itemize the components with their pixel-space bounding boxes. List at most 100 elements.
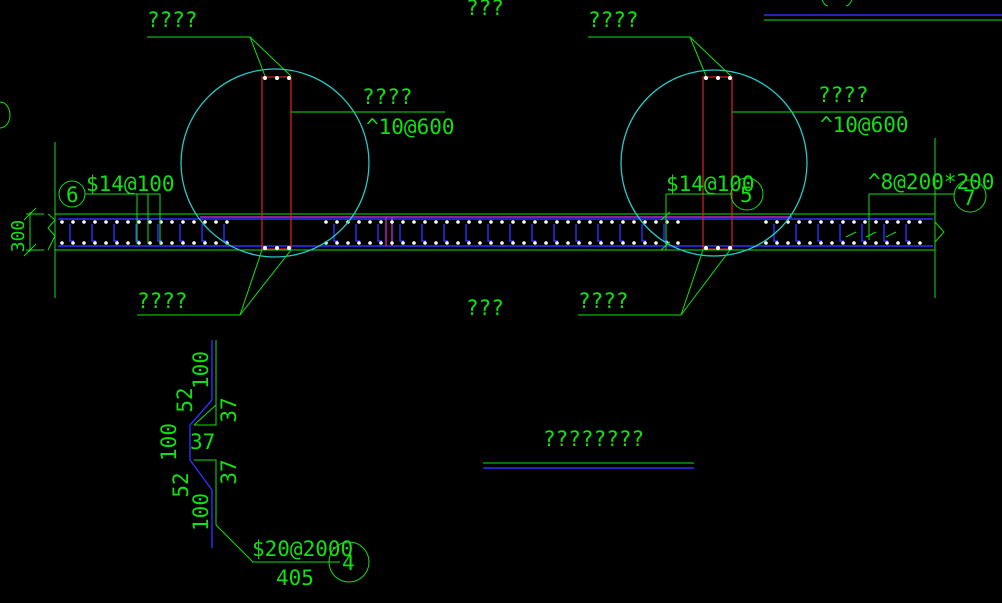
rebar-dot (467, 220, 471, 224)
detail-length: 405 (276, 566, 314, 590)
rebar-dot (808, 220, 812, 224)
rebar-dot (500, 220, 504, 224)
label-bottom-right: ???? (578, 289, 629, 313)
rebar-dot (599, 241, 603, 245)
stirrup (795, 224, 800, 242)
rebar-dot (401, 241, 405, 245)
rebar-dot (357, 241, 361, 245)
rebar-dot (489, 241, 493, 245)
rebar-dot (214, 241, 218, 245)
rebar-dot (181, 220, 185, 224)
rebar-dot (368, 241, 372, 245)
label-top-mid: ???? (588, 8, 639, 32)
section-title: ???????? (543, 427, 644, 451)
rebar-dot (577, 241, 581, 245)
rebar-dot (126, 220, 130, 224)
rebar-dot (412, 220, 416, 224)
rebar-dot (456, 241, 460, 245)
rebar-dot (60, 220, 64, 224)
stirrup (817, 224, 822, 242)
rebar-dot (918, 220, 922, 224)
tag-7: 7 (963, 186, 976, 210)
rebar-dot (852, 241, 856, 245)
stirrup (113, 224, 118, 242)
rebar-dot (808, 241, 812, 245)
stirrup (223, 224, 228, 242)
detail-dim-37-a: 37 (217, 397, 241, 422)
bent-bar-detail (189, 340, 370, 583)
stirrup (355, 224, 360, 242)
stirrup (839, 224, 844, 242)
label-bottom-center: ??? (466, 296, 504, 320)
left-edge-circle-fragment (0, 101, 11, 129)
rebar-dot (60, 241, 64, 245)
stirrup (69, 224, 74, 242)
pile-left-dots (263, 76, 291, 250)
rebar-dot (137, 241, 141, 245)
stirrup (443, 224, 448, 242)
rebar-dot (423, 241, 427, 245)
rebar-dot (412, 241, 416, 245)
rebar-dot (599, 220, 603, 224)
rebar-dot (907, 220, 911, 224)
rebar-dot (511, 241, 515, 245)
rebar-dot (775, 220, 779, 224)
label-right-beam-spec: ^8@200*200 (868, 170, 994, 194)
callout-mid-beam (660, 177, 764, 251)
label-top-left: ???? (147, 8, 198, 32)
rebar-dot (401, 220, 405, 224)
rebar-dot (522, 220, 526, 224)
stirrup (465, 224, 470, 242)
rebar-dot (654, 220, 658, 224)
stirrup (883, 224, 888, 242)
callout-left-beam (58, 180, 161, 244)
rebar-dot (830, 241, 834, 245)
rebar-dot (555, 241, 559, 245)
label-circle-right-spec: ^10@600 (820, 113, 909, 137)
slab-stirrups (69, 224, 910, 242)
rebar-dot (797, 220, 801, 224)
rebar-dot (885, 220, 889, 224)
pile-right-dots (704, 76, 732, 250)
detail-dim-37-c: 37 (217, 459, 241, 484)
stirrup (333, 224, 338, 242)
rebar-dot (577, 220, 581, 224)
rebar-dot (379, 241, 383, 245)
dim-300-label: 300 (8, 220, 29, 253)
rebar-dot (907, 241, 911, 245)
rebar-dot (533, 241, 537, 245)
section-title-underline (483, 462, 694, 469)
label-circle-right-q: ???? (818, 83, 869, 107)
rebar-dot (786, 241, 790, 245)
rebar-dots-top (60, 220, 922, 224)
tag-5: 5 (740, 183, 753, 207)
stirrup (509, 224, 514, 242)
detail-dim-100-bot: 100 (189, 493, 213, 531)
rebar-dot (522, 241, 526, 245)
rebar-dot (676, 220, 680, 224)
rebar-dot (379, 220, 383, 224)
rebar-dot (126, 241, 130, 245)
rebar-dot (885, 241, 889, 245)
rebar-dot (324, 220, 328, 224)
rebar-dot (445, 241, 449, 245)
detail-spec: $20@2000 (252, 537, 353, 561)
rebar-dot (478, 241, 482, 245)
label-mid-beam-spec: $14@100 (666, 172, 755, 196)
rebar-dot (566, 220, 570, 224)
stirrup (201, 224, 206, 242)
slab-section (47, 138, 945, 298)
tag-6: 6 (66, 183, 79, 207)
stirrup (487, 224, 492, 242)
rebar-dot (544, 241, 548, 245)
stirrup (377, 224, 382, 242)
rebar-dot (478, 220, 482, 224)
rebar-dot (203, 241, 207, 245)
rebar-dot (632, 220, 636, 224)
label-left-beam-spec: $14@100 (86, 172, 175, 196)
rebar-dot (335, 241, 339, 245)
rebar-dot (82, 241, 86, 245)
rebar-dot (500, 241, 504, 245)
pile-right-leaders (578, 36, 903, 316)
